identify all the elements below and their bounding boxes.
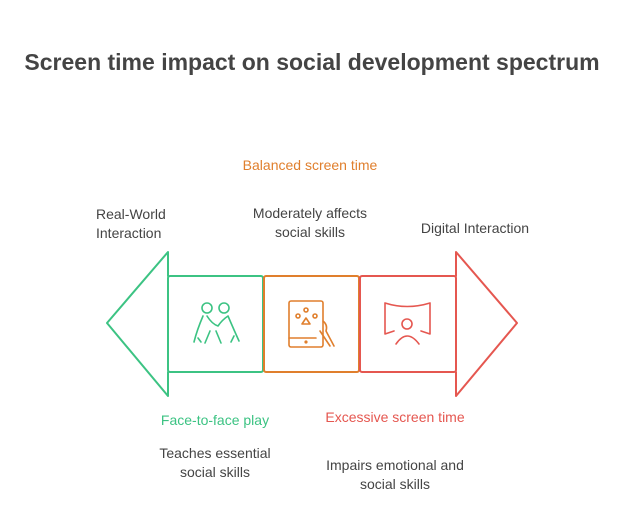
right-end-label: Digital Interaction: [420, 220, 530, 236]
left-end-label: Real-World Interaction: [96, 206, 166, 241]
stage-3-description: Impairs emotional and social skills: [326, 457, 464, 492]
stage-2-description: Moderately affects social skills: [252, 205, 368, 240]
left-arrow-head: [106, 251, 169, 397]
stage-3-title: Excessive screen time: [325, 409, 465, 425]
stage-1-description: Teaches essential social skills: [159, 445, 271, 480]
stage-2-box: [263, 275, 360, 373]
person-screen-icon: [384, 302, 431, 345]
stage-1-title: Face-to-face play: [160, 412, 270, 428]
tablet-hand-icon: [288, 300, 335, 348]
stage-3-box: [359, 275, 457, 373]
children-playing-icon: [193, 302, 240, 344]
right-arrow-head: [455, 251, 518, 397]
diagram-title: Screen time impact on social development…: [24, 49, 600, 75]
stage-2-title: Balanced screen time: [242, 157, 378, 173]
